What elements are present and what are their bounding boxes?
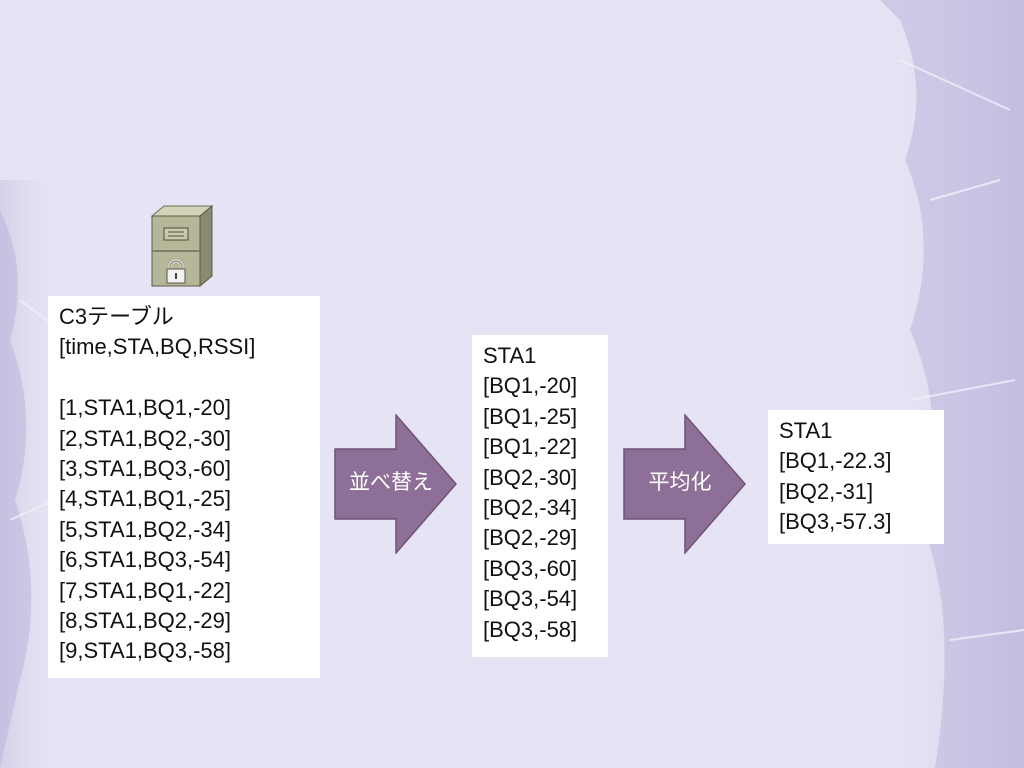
averaged-list-box: STA1 [BQ1,-22.3] [BQ2,-31] [BQ3,-57.3] xyxy=(768,410,944,544)
c3-table-title: C3テーブル xyxy=(59,304,174,330)
table-row: [7,STA1,BQ1,-22] xyxy=(59,577,232,603)
sort-arrow: 並べ替え xyxy=(334,414,458,554)
list-item: [BQ3,-57.3] xyxy=(779,509,892,535)
average-arrow: 平均化 xyxy=(623,414,747,554)
list-item: [BQ1,-22] xyxy=(483,434,578,460)
c3-table-header: [time,STA,BQ,RSSI] xyxy=(59,334,256,360)
list-item: [BQ1,-20] xyxy=(483,373,578,399)
list-item: [BQ3,-54] xyxy=(483,586,578,612)
list-item: [BQ2,-29] xyxy=(483,525,578,551)
averaged-list-title: STA1 xyxy=(779,418,833,443)
table-row: [9,STA1,BQ3,-58] xyxy=(59,638,232,664)
list-item: [BQ2,-30] xyxy=(483,464,578,490)
table-row: [6,STA1,BQ3,-54] xyxy=(59,547,232,573)
sorted-list-title: STA1 xyxy=(483,343,537,368)
list-item: [BQ1,-22.3] xyxy=(779,448,892,474)
locked-file-cabinet-icon xyxy=(150,204,214,288)
list-item: [BQ3,-60] xyxy=(483,555,578,581)
c3-table-box: C3テーブル [time,STA,BQ,RSSI] [1,STA1,BQ1,-2… xyxy=(48,296,320,678)
table-row: [1,STA1,BQ1,-20] xyxy=(59,395,232,421)
list-item: [BQ2,-31] xyxy=(779,478,874,504)
spacer xyxy=(59,363,320,393)
average-arrow-label: 平均化 xyxy=(648,470,712,494)
table-row: [4,STA1,BQ1,-25] xyxy=(59,486,232,512)
list-item: [BQ2,-34] xyxy=(483,494,578,520)
table-row: [8,STA1,BQ2,-29] xyxy=(59,607,232,633)
right-arrow-icon xyxy=(623,414,746,554)
table-row: [5,STA1,BQ2,-34] xyxy=(59,516,232,542)
right-arrow-icon xyxy=(334,414,457,554)
list-item: [BQ1,-25] xyxy=(483,403,578,429)
list-item: [BQ3,-58] xyxy=(483,616,578,642)
sorted-list-box: STA1 [BQ1,-20] [BQ1,-25] [BQ1,-22] [BQ2,… xyxy=(472,335,608,657)
table-row: [2,STA1,BQ2,-30] xyxy=(59,425,232,451)
sort-arrow-label: 並べ替え xyxy=(349,470,433,494)
table-row: [3,STA1,BQ3,-60] xyxy=(59,455,232,481)
